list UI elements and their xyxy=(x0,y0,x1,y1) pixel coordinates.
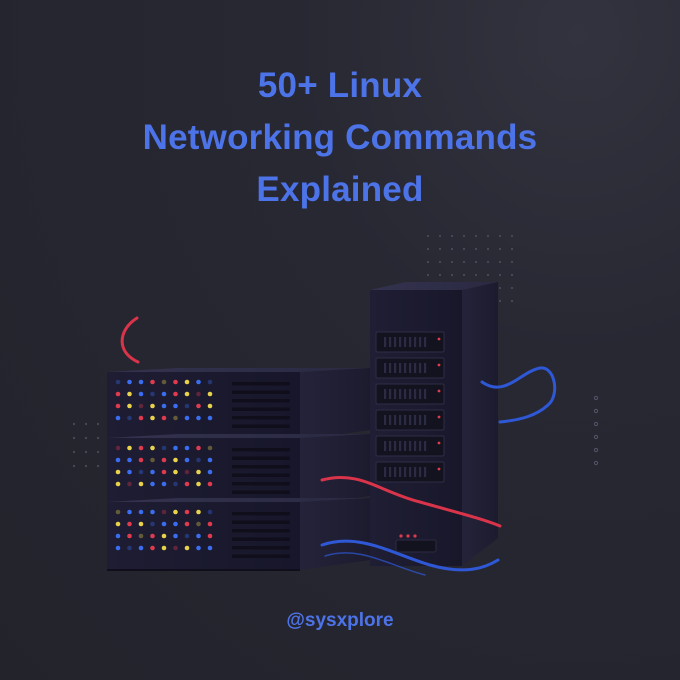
dot-grid-left xyxy=(72,422,100,468)
wave-red-top xyxy=(120,316,140,364)
page-title: 50+ Linux Networking Commands Explained xyxy=(0,60,680,216)
wave-blue-bottom xyxy=(320,539,500,572)
title-line-2: Networking Commands xyxy=(142,118,538,157)
tower-server xyxy=(370,282,498,566)
title-line-3: Explained xyxy=(256,170,424,209)
dot-ring-right xyxy=(593,395,599,466)
author-handle: @sysxplore xyxy=(286,610,394,631)
title-line-1: 50+ Linux xyxy=(257,66,423,105)
server-stack xyxy=(107,368,370,571)
wave-blue-bottom-thin xyxy=(324,552,426,576)
wave-red-middle xyxy=(320,475,502,528)
wave-blue-right xyxy=(480,366,557,424)
